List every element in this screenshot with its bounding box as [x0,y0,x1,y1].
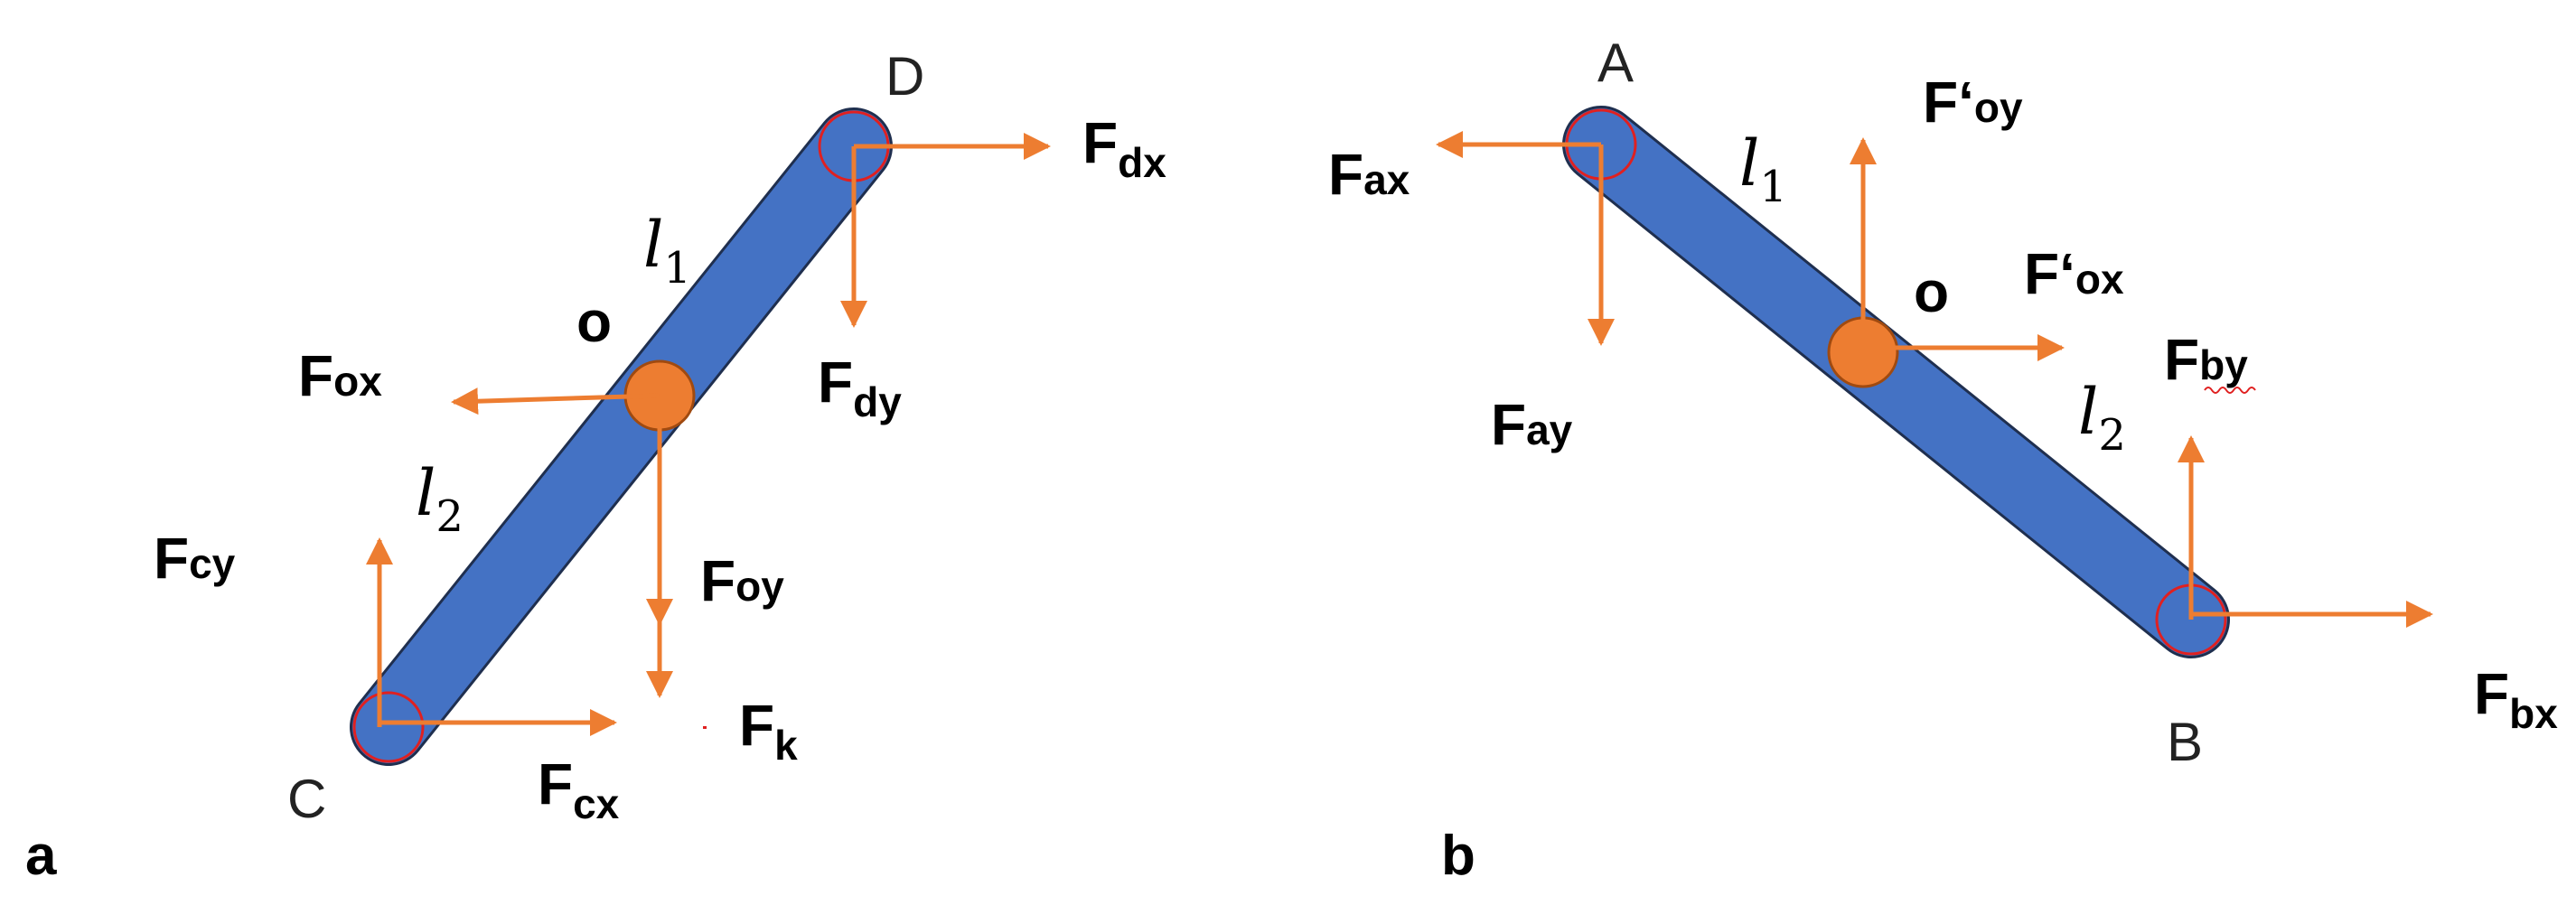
force-label-fox: Fox [298,343,382,408]
force-label-fbx: Fbx [2474,661,2558,737]
force-label-fdx: Fdx [1082,110,1166,186]
force-label-fcy: Fcy [154,526,236,591]
point-label-o: o [576,289,612,354]
length-label-l2: l2 [416,456,464,542]
force-label-fk: Fk [739,693,798,769]
force-label-foy: F‘oy [1923,70,2023,135]
panel-a: D C o l1 l2 Fdx Fdy Fox Foy Fcy Fcx Fk a [25,46,1166,887]
panel-label-a: a [25,825,57,887]
point-label-a: A [1597,33,1634,93]
length-label-l2: l2 [2078,375,2126,461]
length-label-l1: l1 [643,208,691,294]
point-label-d: D [885,46,924,107]
point-label-o: o [1914,259,1949,324]
force-label-fcx: Fcx [538,751,620,827]
length-label-l1: l1 [1739,126,1787,212]
force-label-fox: F‘ox [2024,241,2124,306]
point-label-c: C [287,769,326,829]
force-label-fay: Fay [1491,392,1573,457]
force-label-fax: Fax [1328,142,1410,207]
rod-ab-fill [1565,108,2227,656]
panel-b: A B o l1 l2 Fax Fay F‘oy F‘ox Fby Fbx b [1328,33,2558,887]
red-mark [703,726,707,729]
spellcheck-underline [2204,387,2256,394]
pin-c [352,691,425,763]
rod-cd-fill [352,110,890,763]
arrow-fox [451,387,660,415]
point-label-b: B [2167,712,2203,772]
panel-label-b: b [1441,825,1475,887]
force-label-fby: Fby [2164,327,2248,392]
force-label-fdy: Fdy [818,350,902,425]
force-label-foy: Foy [700,548,784,613]
